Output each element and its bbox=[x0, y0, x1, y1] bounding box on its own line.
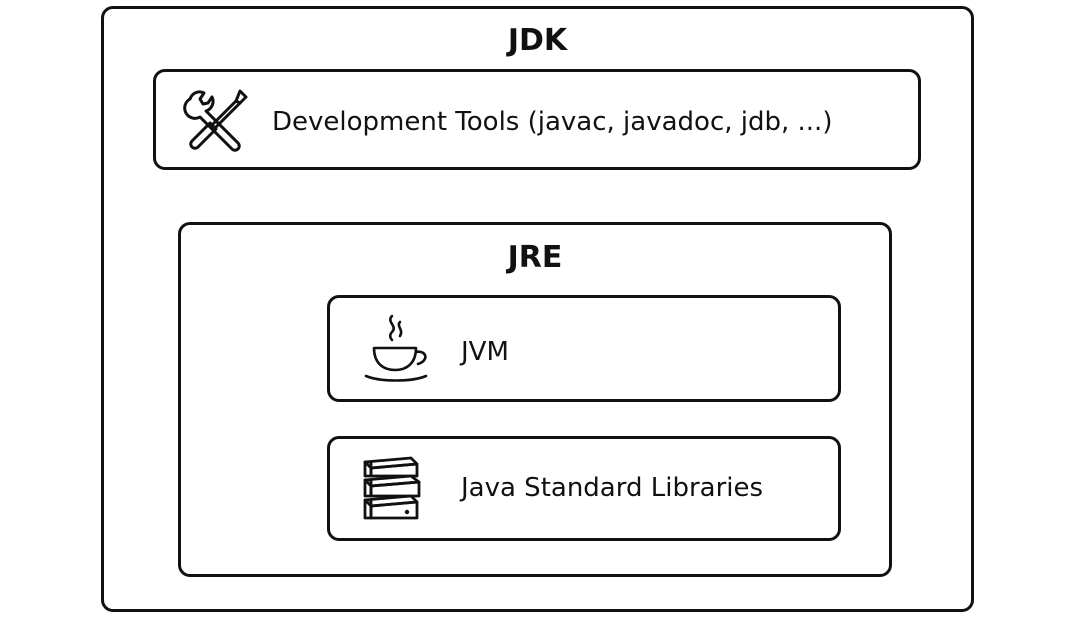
wrench-screwdriver-icon bbox=[183, 89, 248, 152]
jvm-label: JVM bbox=[461, 337, 509, 367]
coffee-cup-icon bbox=[364, 314, 428, 382]
java-standard-libraries-label: Java Standard Libraries bbox=[461, 473, 764, 503]
development-tools-box bbox=[153, 69, 921, 170]
jdk-title: JDK bbox=[507, 23, 568, 58]
development-tools-label: Development Tools (javac, javadoc, jdb, … bbox=[272, 107, 833, 137]
java-standard-libraries-box bbox=[327, 436, 841, 541]
jre-title: JRE bbox=[507, 240, 563, 275]
books-icon bbox=[363, 456, 421, 520]
